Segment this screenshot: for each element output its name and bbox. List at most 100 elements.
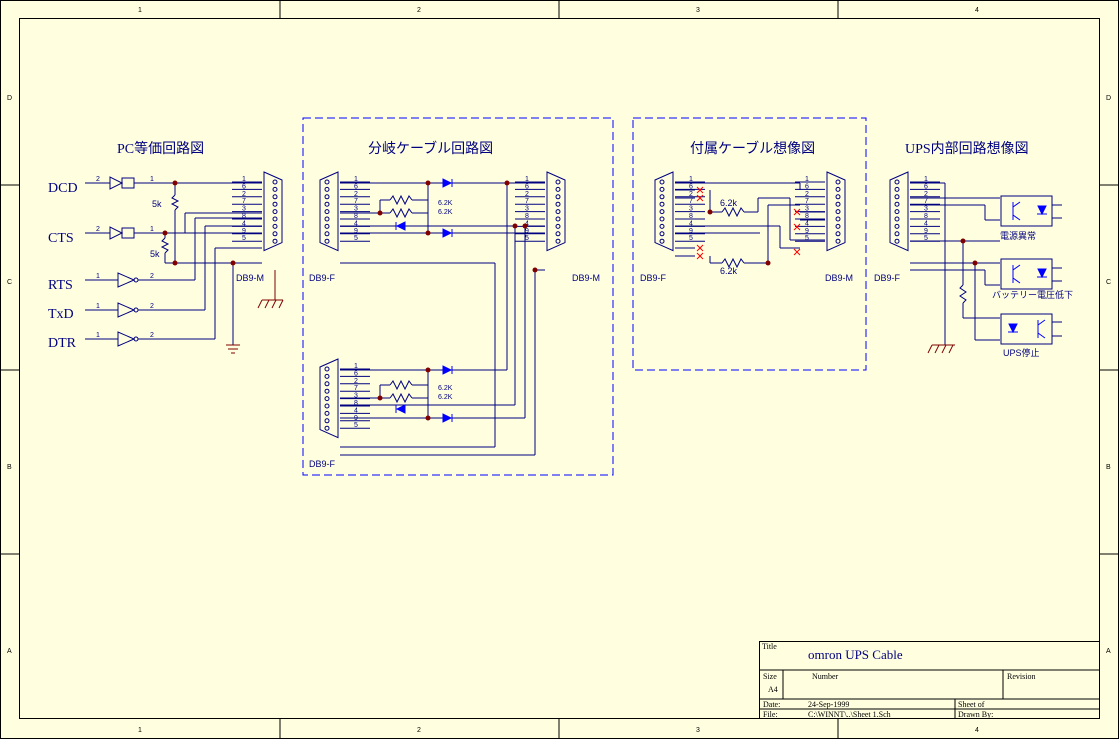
connector-pin-number: 4 <box>242 220 246 227</box>
pc-junctions <box>162 180 236 266</box>
signal-cts: CTS <box>48 231 74 246</box>
zone-bottom-4: 4 <box>975 727 979 734</box>
connector-pin-number: 4 <box>805 220 809 227</box>
connector-pin-number: 8 <box>242 213 246 220</box>
connector-pin-number: 6 <box>525 183 529 190</box>
zone-bottom-1: 1 <box>138 727 142 734</box>
connector-pin-number: 5 <box>924 235 928 242</box>
tb-title-label: Title <box>762 642 777 651</box>
connector-pin-number: 8 <box>354 400 358 407</box>
zone-bottom-3: 3 <box>696 727 700 734</box>
zone-left-a: A <box>7 648 12 655</box>
connector-pin-number: 1 <box>689 176 693 183</box>
branch-junctions <box>377 180 538 421</box>
ups-opto-symbols <box>1008 201 1047 339</box>
branch-section-title: 分岐ケーブル回路図 <box>368 140 493 157</box>
connector-pin-number: 4 <box>924 220 928 227</box>
tb-file-label: File: <box>763 710 778 719</box>
zone-left-d: D <box>7 95 12 102</box>
signal-dtr: DTR <box>48 336 77 351</box>
connector-pin-number: 7 <box>242 198 246 205</box>
supplied-left-label: DB9-F <box>640 273 667 283</box>
ups-output-2: バッテリー電圧低下 <box>992 289 1073 300</box>
connector-pin-number: 6 <box>805 183 809 190</box>
tb-sheet-label: Sheet of <box>958 700 985 709</box>
tb-size-value: A4 <box>768 685 778 694</box>
pin-label: 2 <box>96 176 100 183</box>
supplied-no-connect-marks <box>696 186 801 260</box>
zone-top-2: 2 <box>417 7 421 14</box>
supplied-res-top: 6.2k <box>720 198 738 208</box>
pc-connector-label: DB9-M <box>236 273 264 283</box>
branch-res-a: 6.2K <box>438 200 453 207</box>
ups-circuit <box>910 182 1062 345</box>
connector-pin-number: 6 <box>354 183 358 190</box>
connector-pin-number: 5 <box>354 235 358 242</box>
connector-pin-number: 3 <box>924 206 928 213</box>
connector-pin-number: 5 <box>525 235 529 242</box>
connector-pin-number: 6 <box>354 370 358 377</box>
connector-pin-number: 2 <box>689 191 693 198</box>
connector-pin-number: 8 <box>805 213 809 220</box>
tb-date-label: Date: <box>763 700 780 709</box>
pin-label: 1 <box>96 303 100 310</box>
connector-pin-number: 3 <box>354 393 358 400</box>
tb-file-value: C:\WINNT\..\Sheet 1.Sch <box>808 710 891 719</box>
zone-right-c: C <box>1106 279 1111 286</box>
connector-pin-number: 7 <box>924 198 928 205</box>
connector-pin-number: 9 <box>242 228 246 235</box>
ups-output-3: UPS停止 <box>1003 347 1040 358</box>
pin-label: 1 <box>150 176 154 183</box>
connector-pin-number: 4 <box>354 407 358 414</box>
pin-label: 2 <box>150 332 154 339</box>
connector-pin-number: 8 <box>689 213 693 220</box>
branch-res-d: 6.2K <box>438 394 453 401</box>
connector-pin-number: 2 <box>525 191 529 198</box>
tb-revision-label: Revision <box>1007 672 1035 681</box>
connector-pin-number: 1 <box>242 176 246 183</box>
pin-label: 2 <box>150 303 154 310</box>
connector-pin-number: 6 <box>242 183 246 190</box>
branch-circuit <box>340 182 545 456</box>
connector-pin-number: 6 <box>924 183 928 190</box>
connector-pin-number: 3 <box>354 206 358 213</box>
connector-pin-number: 2 <box>924 191 928 198</box>
tb-title-value: omron UPS Cable <box>808 647 903 662</box>
supplied-right-label: DB9-M <box>825 273 853 283</box>
ups-junctions <box>960 238 978 266</box>
branch-frame <box>302 117 614 476</box>
pc-section-title: PC等価回路図 <box>117 140 204 157</box>
connector-pin-number: 8 <box>354 213 358 220</box>
supplied-circuit <box>675 182 825 269</box>
pc-circuit <box>85 176 262 347</box>
pin-label: 2 <box>150 273 154 280</box>
connector-pin-number: 1 <box>354 363 358 370</box>
branch-res-c: 6.2K <box>438 385 453 392</box>
connector-pin-number: 9 <box>805 228 809 235</box>
tb-date-value: 24-Sep-1999 <box>808 700 849 709</box>
pin-label: 1 <box>96 332 100 339</box>
connector-pin-number: 3 <box>689 206 693 213</box>
connector-pin-number: 2 <box>354 191 358 198</box>
branch-left-top-label: DB9-F <box>309 273 336 283</box>
ups-connector-label: DB9-F <box>874 273 901 283</box>
connector-pin-number: 5 <box>689 235 693 242</box>
connector-pin-number: 9 <box>924 228 928 235</box>
tb-drawn-label: Drawn By: <box>958 710 993 719</box>
connector-pin-number: 3 <box>242 206 246 213</box>
pin-label: 2 <box>96 226 100 233</box>
connector-pin-number: 7 <box>354 198 358 205</box>
connector-pin-number: 9 <box>354 228 358 235</box>
zone-top-1: 1 <box>138 7 142 14</box>
connector-pin-number: 5 <box>242 235 246 242</box>
pin-label: 1 <box>150 226 154 233</box>
connector-pin-number: 7 <box>354 385 358 392</box>
branch-left-bottom-label: DB9-F <box>309 459 336 469</box>
connector-pin-number: 3 <box>525 206 529 213</box>
connector-pin-number: 2 <box>805 191 809 198</box>
resistor-label-2: 5k <box>150 249 160 259</box>
connector-pin-number: 1 <box>924 176 928 183</box>
